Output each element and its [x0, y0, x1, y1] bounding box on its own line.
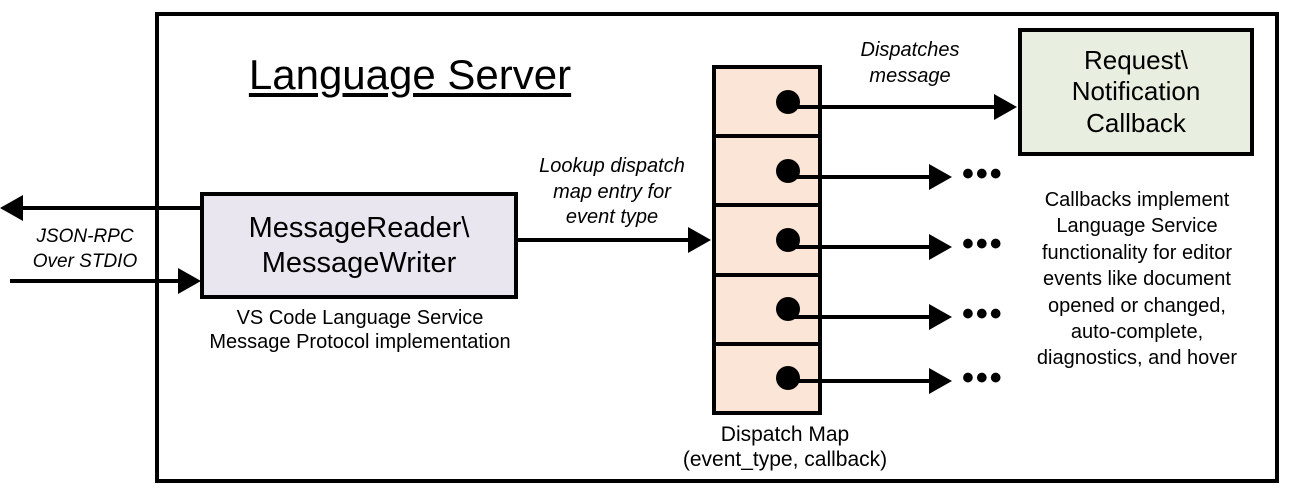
dispatch-row3-arrow-head — [929, 234, 952, 260]
request-notification-callback-label: Request\ Notification Callback — [1071, 45, 1201, 138]
dispatch-map-row[interactable] — [716, 207, 818, 277]
dispatch-map-caption: Dispatch Map (event_type, callback) — [682, 423, 888, 471]
dispatch-row3-line — [784, 245, 929, 249]
dispatch-row5-ellipsis: ••• — [962, 359, 1004, 397]
request-notification-callback-box[interactable]: Request\ Notification Callback — [1018, 28, 1254, 156]
inbound-line — [10, 279, 178, 283]
inbound-arrow-head — [178, 268, 201, 294]
dispatch-row4-arrow-head — [929, 304, 952, 330]
outbound-arrow-head — [0, 195, 23, 221]
lookup-edge-label: Lookup dispatch map entry for event type — [539, 155, 685, 229]
message-reader-writer-caption: VS Code Language Service Message Protoco… — [209, 307, 511, 353]
dispatch-row3-ellipsis: ••• — [962, 225, 1004, 263]
dispatch-row1-line — [784, 105, 994, 109]
dispatch-map-row[interactable] — [716, 277, 818, 346]
json-rpc-label: JSON-RPC Over STDIO — [32, 226, 138, 272]
callbacks-description: Callbacks implement Language Service fun… — [1036, 189, 1238, 370]
language-server-boundary — [155, 12, 1279, 483]
page-title-text: Language Server — [248, 51, 572, 98]
lookup-edge-arrow-head — [688, 227, 711, 253]
message-reader-writer-box[interactable]: MessageReader\ MessageWriter — [200, 192, 518, 299]
dispatch-row2-ellipsis: ••• — [962, 155, 1004, 193]
dispatch-row4-line — [784, 315, 929, 319]
dispatch-map-row[interactable] — [716, 69, 818, 139]
callback-dot-icon — [776, 158, 800, 183]
dispatch-map-row[interactable] — [716, 138, 818, 208]
dispatch-map-table[interactable] — [712, 65, 822, 415]
dispatch-map-row[interactable] — [716, 346, 818, 411]
page-title: Language Server — [200, 51, 620, 98]
dispatch-row5-line — [784, 379, 929, 383]
dispatch-edge-label: Dispatches message — [860, 39, 960, 87]
outbound-line — [22, 206, 202, 210]
dispatch-row4-ellipsis: ••• — [962, 295, 1004, 333]
message-reader-writer-label: MessageReader\ MessageWriter — [248, 212, 470, 279]
dispatch-row5-arrow-head — [929, 368, 952, 394]
callback-dot-icon — [776, 89, 800, 114]
dispatch-row1-arrow-head — [994, 94, 1017, 120]
dispatch-row2-arrow-head — [929, 164, 952, 190]
dispatch-row2-line — [784, 175, 929, 179]
lookup-edge-line — [518, 238, 688, 242]
callback-dot-icon — [776, 366, 800, 391]
